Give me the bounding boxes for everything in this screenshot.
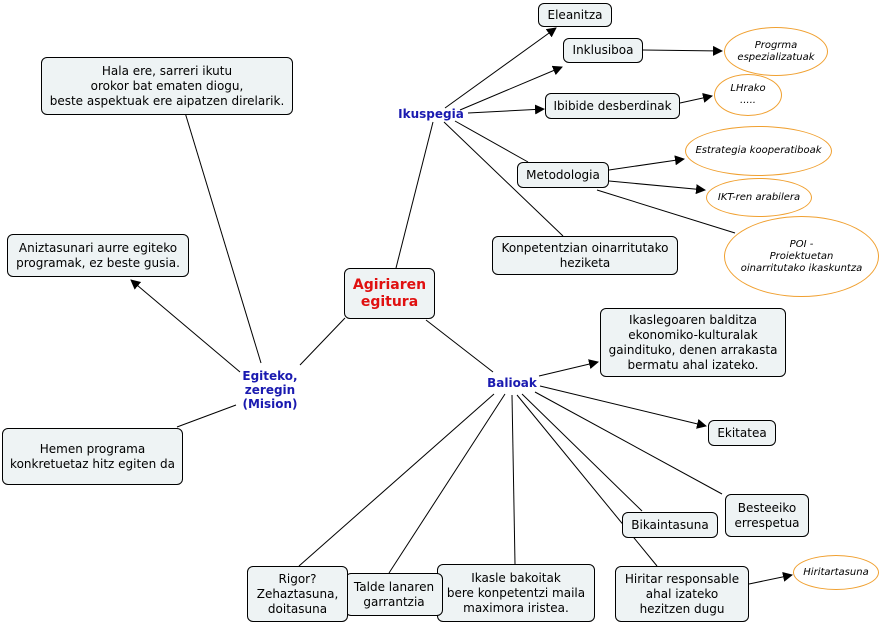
- lhrako-ellipse[interactable]: LHrako .....: [714, 74, 782, 116]
- link-balioak-besteeiko: [534, 391, 723, 495]
- inklusiboa-node[interactable]: Inklusiboa: [563, 38, 643, 63]
- ikuspegia-label[interactable]: Ikuspegia: [398, 107, 464, 121]
- hemen-node[interactable]: Hemen programa konkretuetaz hitz egiten …: [2, 428, 183, 485]
- ikaslegoa-node[interactable]: Ikaslegoaren balditza ekonomiko-kultural…: [600, 308, 786, 377]
- balioak-label[interactable]: Balioak: [487, 376, 537, 390]
- link-balioak-ekitatea: [539, 385, 707, 429]
- ekitatea-node[interactable]: Ekitatea: [708, 420, 776, 446]
- link-egiteko-hala: [177, 95, 262, 364]
- link-central-ikuspegia: [395, 121, 434, 269]
- link-ikuspegia-inklusiboa: [459, 65, 563, 111]
- programa-ellipse[interactable]: Progrma espezializatuak: [724, 27, 828, 76]
- talde-node[interactable]: Talde lanaren garrantzia: [345, 573, 443, 616]
- link-balioak-ikasle: [511, 394, 516, 565]
- link-metodologia-ikt: [608, 180, 706, 195]
- link-hiritar-hiritartasuna: [748, 571, 793, 585]
- link-balioak-rigor: [298, 393, 495, 567]
- hiritartasuna-ellipse[interactable]: Hiritartasuna: [793, 555, 879, 590]
- estrategia-ellipse[interactable]: Estrategia kooperatiboak: [685, 126, 832, 176]
- poi-ellipse[interactable]: POI - Proiektuetan oinarritutako ikaskun…: [724, 216, 879, 297]
- link-central-egiteko: [299, 317, 346, 366]
- link-ikuspegia-konpetentzian: [443, 121, 564, 237]
- link-balioak-bikaintasuna: [521, 393, 643, 512]
- ibibide-node[interactable]: Ibibide desberdinak: [545, 93, 680, 119]
- link-ikuspegia-eleanitza: [444, 27, 557, 109]
- link-metodologia-poi: [596, 189, 736, 234]
- egiteko-label[interactable]: Egiteko, zeregin (Mision): [242, 369, 298, 411]
- konpetentzian-node[interactable]: Konpetentzian oinarritutako heziketa: [492, 236, 678, 275]
- eleanitza-node[interactable]: Eleanitza: [538, 3, 612, 27]
- link-inklusiboa-programa: [642, 45, 723, 56]
- bikaintasuna-node[interactable]: Bikaintasuna: [622, 512, 718, 538]
- besteeiko-node[interactable]: Besteeiko errespetua: [725, 494, 809, 537]
- link-balioak-ikaslegoa: [538, 359, 599, 377]
- ikasle-node[interactable]: Ikasle bakoitak bere konpetentzi maila m…: [437, 564, 595, 622]
- hiritar-node[interactable]: Hiritar responsable ahal izateko hezitze…: [615, 566, 749, 622]
- metodologia-node[interactable]: Metodologia: [517, 162, 609, 188]
- link-balioak-talde: [388, 393, 506, 574]
- link-egiteko-aniztasunari: [130, 279, 241, 373]
- ikt-ellipse[interactable]: IKT-ren arabilera: [706, 178, 812, 217]
- link-central-balioak: [425, 319, 494, 373]
- link-egiteko-hemen: [176, 404, 237, 428]
- link-ibibide-lhrako: [679, 93, 713, 104]
- link-ikuspegia-ibibide: [467, 104, 545, 115]
- link-metodologia-estrategia: [608, 155, 685, 171]
- hala-node[interactable]: Hala ere, sarreri ikutu orokor bat emate…: [41, 57, 293, 115]
- central-node[interactable]: Agiriaren egitura: [344, 268, 435, 319]
- rigor-node[interactable]: Rigor? Zehaztasuna, doitasuna: [247, 566, 348, 622]
- link-ikuspegia-metodologia: [454, 120, 529, 163]
- aniztasunari-node[interactable]: Aniztasunari aurre egiteko programak, ez…: [7, 234, 189, 277]
